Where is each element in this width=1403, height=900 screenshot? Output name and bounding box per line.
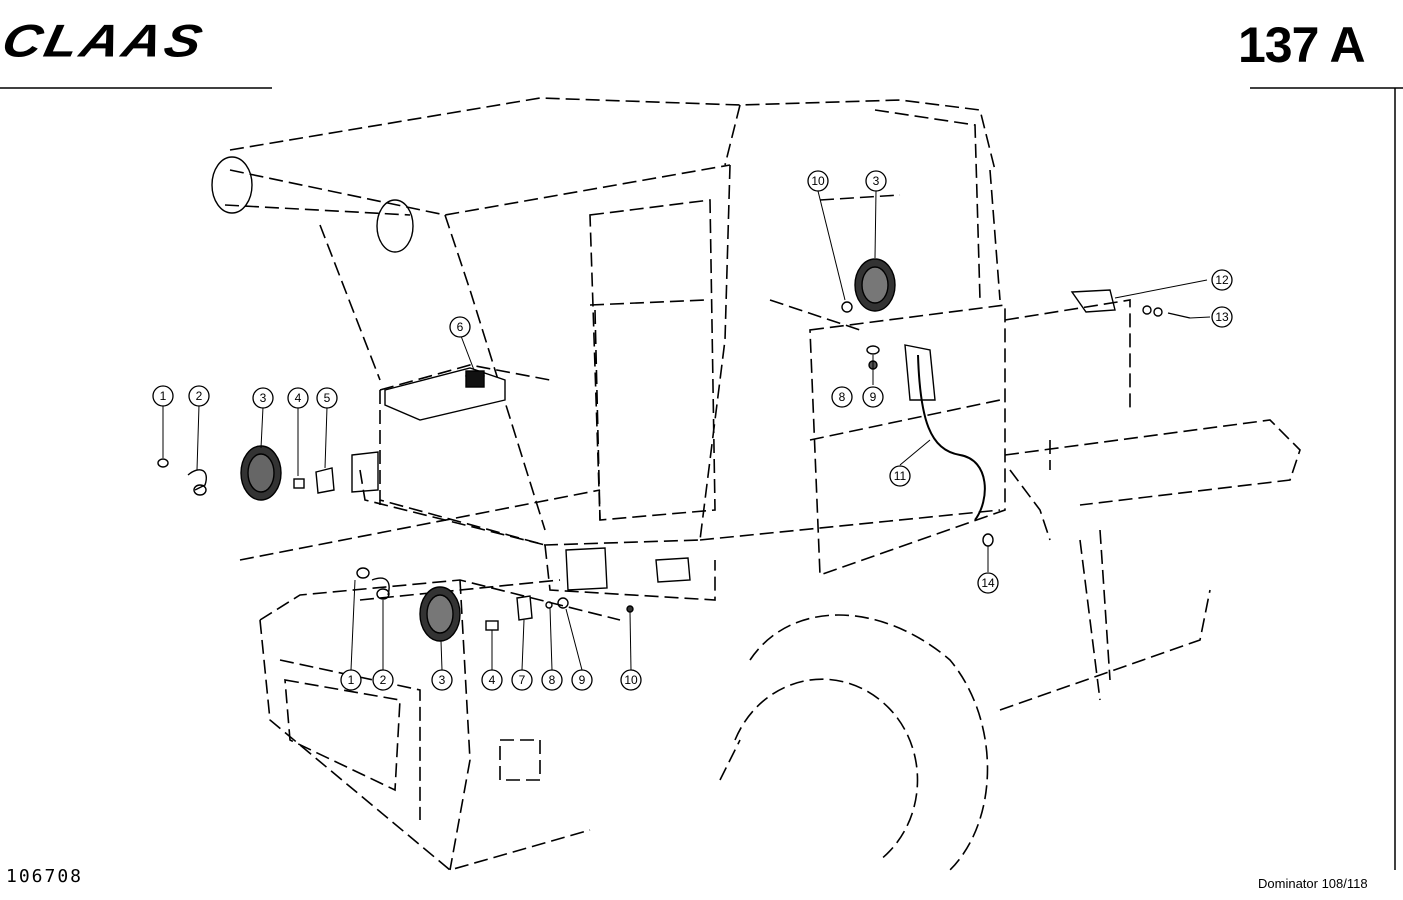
callout-9: 9: [571, 669, 593, 691]
callout-1: 1: [340, 669, 362, 691]
page-number: 137 A: [1238, 17, 1366, 73]
callout-3: 3: [252, 387, 274, 409]
callout-10: 10: [620, 669, 642, 691]
callout-8: 8: [541, 669, 563, 691]
callout-label: 4: [489, 673, 496, 687]
callout-10: 10: [807, 170, 829, 192]
combine-outline: [224, 97, 1301, 871]
callout-6: 6: [449, 316, 471, 338]
callout-label: 13: [1215, 310, 1229, 324]
callout-label: 3: [439, 673, 446, 687]
callout-5: 5: [316, 387, 338, 409]
callout-3: 3: [431, 669, 453, 691]
callout-label: 2: [196, 389, 203, 403]
callout-label: 5: [324, 391, 331, 405]
callout-label: 3: [260, 391, 267, 405]
callout-11: 11: [889, 465, 911, 487]
callout-label: 9: [870, 390, 877, 404]
callout-label: 3: [873, 174, 880, 188]
callout-14: 14: [977, 572, 999, 594]
callout-label: 10: [624, 673, 638, 687]
callout-8: 8: [831, 386, 853, 408]
callout-7: 7: [511, 669, 533, 691]
callout-label: 7: [519, 673, 526, 687]
model-label: Dominator 108/118: [1258, 876, 1368, 891]
leader-lines: [162, 190, 1211, 671]
part-shapes: [157, 156, 1191, 642]
callout-label: 14: [981, 576, 995, 590]
callout-13: 13: [1211, 306, 1233, 328]
callout-label: 6: [457, 320, 464, 334]
callout-label: 4: [295, 391, 302, 405]
callout-label: 9: [579, 673, 586, 687]
callout-label: 8: [549, 673, 556, 687]
callout-label: 1: [160, 389, 167, 403]
callout-label: 12: [1215, 273, 1229, 287]
callout-label: 11: [894, 469, 907, 483]
callout-12: 12: [1211, 269, 1233, 291]
callout-9: 9: [862, 386, 884, 408]
callouts: 1 2 3 4 5 6 10 3 12 13 8 9 11 14 1 2 3 4…: [152, 170, 1233, 691]
callout-label: 10: [811, 174, 825, 188]
header-rules: [0, 87, 1403, 870]
drawing-number: 106708: [6, 866, 84, 887]
callout-label: 1: [348, 673, 355, 687]
callout-label: 2: [380, 673, 387, 687]
callout-3: 3: [865, 170, 887, 192]
callout-4: 4: [287, 387, 309, 409]
callout-4: 4: [481, 669, 503, 691]
callout-2: 2: [188, 385, 210, 407]
callout-label: 8: [839, 390, 846, 404]
callout-1: 1: [152, 385, 174, 407]
callout-2: 2: [372, 669, 394, 691]
